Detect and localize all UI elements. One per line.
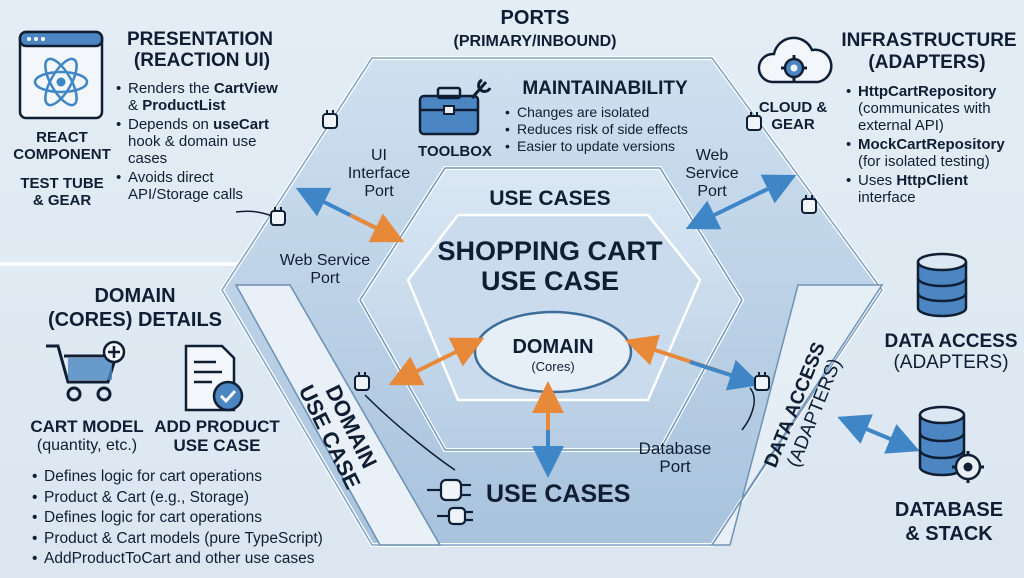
list-item: MockCartRepository(for isolated testing) (846, 136, 1005, 170)
database-icon (916, 252, 968, 318)
plug-icon-domain (354, 372, 370, 391)
list-item: Renders the CartView& ProductList (116, 80, 278, 114)
toolbox-caption: TOOLBOX (418, 143, 492, 160)
domain-core-subtitle: (Cores) (531, 359, 575, 374)
list-item: Reduces risk of side effects (505, 121, 688, 138)
add-product-caption: ADD PRODUCT USE CASE (154, 417, 280, 455)
cart-icon (46, 340, 126, 402)
domain-use-case-band (234, 284, 442, 546)
use-cases-top-label: USE CASES (489, 187, 611, 210)
maintainability-title: MAINTAINABILITY (522, 78, 688, 99)
list-item: Defines logic for cart operations (32, 467, 323, 488)
list-item: HttpCartRepository(communicates withexte… (846, 83, 1005, 134)
ports-title: PORTS (500, 7, 570, 29)
list-item: Product & Cart models (pure TypeScript) (32, 529, 323, 550)
domain-details-bullets: Defines logic for cart operations Produc… (32, 467, 323, 570)
maintainability-bullets: Changes are isolated Reduces risk of sid… (505, 104, 688, 155)
plug-icon-web-right (801, 195, 817, 214)
toolbox-icon (418, 78, 492, 136)
cloud-gear-icon (757, 36, 833, 84)
database-stack-caption: DATABASE& STACK (894, 499, 1004, 545)
list-item: Product & Cart (e.g., Storage) (32, 488, 323, 509)
list-item: Easier to update versions (505, 138, 688, 155)
plug-pair-icon (427, 478, 473, 526)
presentation-subtitle: (REACTION UI) (133, 50, 271, 71)
cart-model-caption: CART MODEL (quantity, etc.) (30, 417, 144, 454)
presentation-title: PRESENTATION (126, 29, 274, 50)
list-item: Defines logic for cart operations (32, 508, 323, 529)
data-access-subtitle: (ADAPTERS) (893, 352, 1009, 373)
use-cases-bottom-label: USE CASES (486, 480, 631, 508)
database-gear-icon (918, 405, 984, 483)
ports-subtitle: (PRIMARY/INBOUND) (453, 33, 617, 50)
plug-icon-top-right (746, 112, 762, 131)
infrastructure-bullets: HttpCartRepository(communicates withexte… (846, 83, 1005, 206)
domain-core-title: DOMAIN (512, 336, 594, 358)
infrastructure-title: INFRASTRUCTURE (841, 30, 1017, 51)
react-component-icon (18, 30, 104, 120)
test-tube-gear-caption: TEST TUBE& GEAR (20, 175, 104, 209)
data-access-title: DATA ACCESS (884, 331, 1018, 352)
plug-icon-ui (322, 110, 338, 129)
domain-details-title: DOMAIN(CORES) DETAILS (47, 285, 223, 331)
list-item: AddProductToCart and other use cases (32, 549, 323, 570)
list-item: Changes are isolated (505, 104, 688, 121)
data-access-band (710, 284, 884, 546)
add-product-document-icon (184, 344, 244, 412)
presentation-bullets: Renders the CartView& ProductList Depend… (116, 80, 278, 203)
infrastructure-subtitle: (ADAPTERS) (868, 52, 986, 73)
plug-icon-database (754, 372, 770, 391)
cloud-gear-caption: CLOUD &GEAR (758, 99, 828, 133)
plug-icon-web-left (270, 207, 286, 226)
